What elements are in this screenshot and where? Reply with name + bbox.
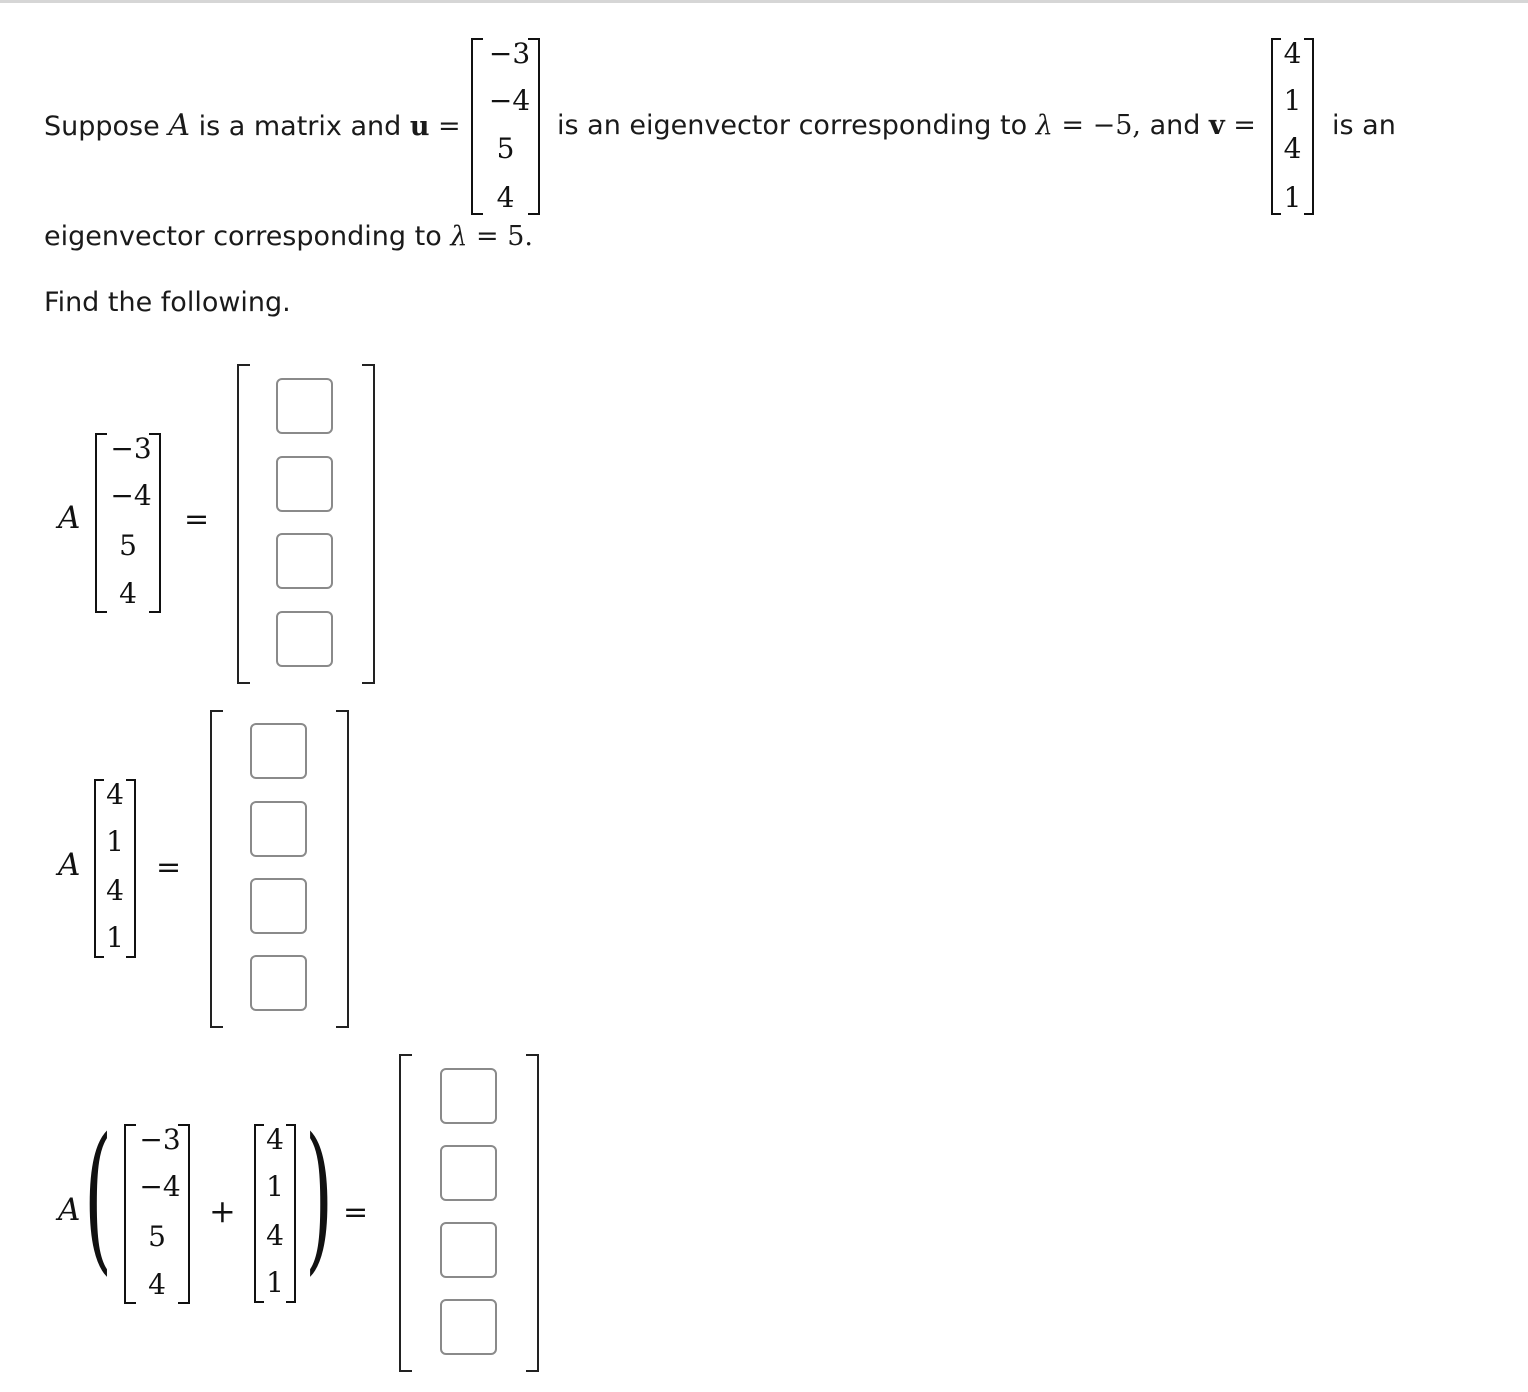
problem-statement-line2: eigenvector corresponding to λ = 5. — [44, 221, 533, 253]
equals-sign: = — [429, 111, 461, 142]
lambda-symbol: λ — [450, 221, 468, 252]
plus-sign: + — [209, 1192, 236, 1230]
equals-sign: = — [156, 850, 182, 885]
vector-u-entry: −3 — [110, 432, 152, 465]
lambda-value-2: = 5. — [467, 221, 533, 252]
vector-v-entry: 4 — [106, 874, 124, 907]
answer-av-entry-1[interactable] — [250, 723, 307, 779]
find-instruction: Find the following. — [44, 287, 291, 318]
vector-v: 4 1 4 1 — [254, 1124, 296, 1303]
vector-u-entry: −3 — [139, 1123, 181, 1156]
answer-auv-entry-3[interactable] — [440, 1222, 497, 1278]
problem-statement-mid: is an eigenvector corresponding to λ = −… — [557, 110, 1256, 142]
vector-v-entry: 1 — [1283, 181, 1302, 214]
vector-v-entry: 4 — [266, 1123, 284, 1156]
matrix-a-symbol: A — [58, 500, 81, 536]
answer-matrix-auv — [399, 1054, 539, 1372]
vector-u-entry: 5 — [119, 529, 137, 562]
vector-u-entry: −3 — [488, 37, 531, 70]
right-parenthesis: ) — [305, 1103, 334, 1290]
equals-sign: = — [184, 502, 210, 537]
answer-auv-entry-4[interactable] — [440, 1299, 497, 1355]
answer-av-entry-2[interactable] — [250, 801, 307, 857]
answer-av-entry-3[interactable] — [250, 878, 307, 934]
intro-text-5: is an — [1332, 110, 1396, 141]
vector-u-entry: 5 — [148, 1220, 166, 1253]
intro-text-4: and — [1141, 110, 1209, 141]
equals-sign: = — [343, 1195, 369, 1230]
vector-v-entry: 1 — [266, 1170, 284, 1203]
vector-v: 4 1 4 1 — [94, 779, 136, 958]
vector-v-entry: 1 — [106, 825, 124, 858]
problem-statement-line1: Suppose A is a matrix and u = — [44, 110, 461, 143]
answer-auv-entry-1[interactable] — [440, 1068, 497, 1124]
answer-au-entry-4[interactable] — [276, 611, 333, 667]
top-divider — [0, 0, 1528, 3]
vector-v-entry: 1 — [1283, 84, 1302, 117]
intro-text-6: eigenvector corresponding to — [44, 221, 451, 252]
answer-matrix-au — [237, 364, 375, 684]
vector-v-entry: 4 — [1283, 37, 1302, 70]
vector-u-entry: 4 — [496, 181, 515, 214]
intro-text-1: Suppose — [44, 111, 169, 142]
answer-av-entry-4[interactable] — [250, 955, 307, 1011]
answer-au-entry-3[interactable] — [276, 533, 333, 589]
matrix-a-symbol: A — [58, 1192, 81, 1228]
vector-v-symbol: v — [1208, 110, 1225, 141]
vector-u-entry: 4 — [119, 577, 137, 610]
vector-u-entry: 4 — [148, 1268, 166, 1301]
vector-u-entry: −4 — [139, 1170, 181, 1203]
left-parenthesis: ( — [84, 1103, 113, 1290]
vector-u-symbol: u — [409, 111, 430, 142]
vector-v-entry: 4 — [1283, 132, 1302, 165]
intro-text-2: is a matrix and — [189, 111, 410, 142]
vector-u-entry: −4 — [488, 84, 531, 117]
answer-au-entry-1[interactable] — [276, 378, 333, 434]
vector-u: −3 −4 5 4 — [124, 1124, 190, 1304]
equals-sign: = — [1224, 110, 1256, 141]
vector-v-entry: 1 — [266, 1266, 284, 1299]
vector-v-entry: 1 — [106, 921, 124, 954]
vector-u: −3 −4 5 4 — [95, 433, 161, 613]
matrix-a-symbol: A — [168, 108, 190, 143]
intro-text-3: is an eigenvector corresponding to — [557, 110, 1036, 141]
vector-u: −3 −4 5 4 — [471, 38, 540, 215]
vector-v-entry: 4 — [266, 1219, 284, 1252]
vector-u-entry: 5 — [496, 132, 515, 165]
vector-v: 4 1 4 1 — [1271, 38, 1314, 215]
lambda-value-1: = −5, — [1052, 110, 1141, 141]
matrix-a-symbol: A — [58, 847, 81, 883]
vector-u-entry: −4 — [110, 479, 152, 512]
answer-matrix-av — [210, 710, 349, 1028]
problem-statement-end: is an — [1332, 110, 1396, 142]
answer-auv-entry-2[interactable] — [440, 1145, 497, 1201]
lambda-symbol: λ — [1035, 110, 1053, 141]
vector-v-entry: 4 — [106, 778, 124, 811]
answer-au-entry-2[interactable] — [276, 456, 333, 512]
